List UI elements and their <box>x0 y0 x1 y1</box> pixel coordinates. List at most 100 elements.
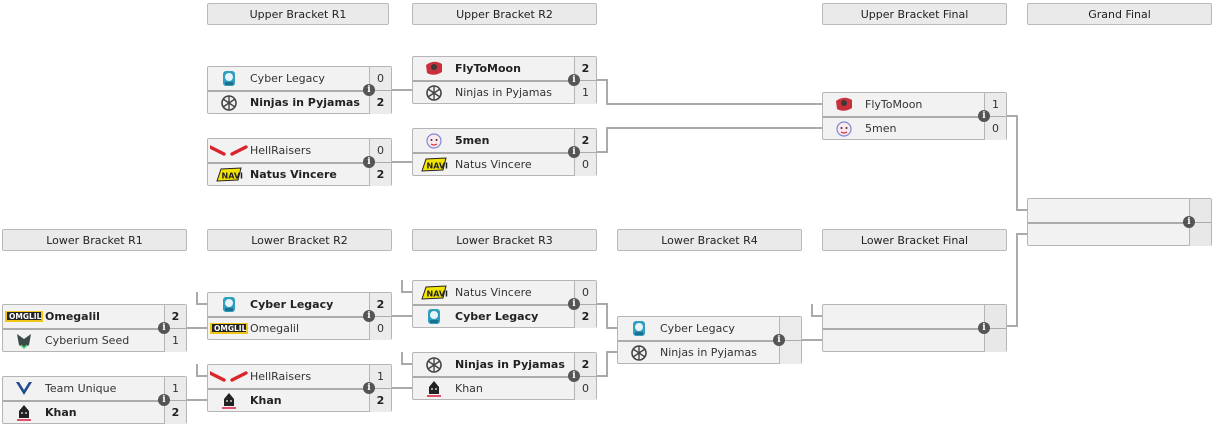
team-name: HellRaisers <box>250 144 312 157</box>
team-row[interactable]: Khan 2 <box>3 401 186 424</box>
match-lb-r3-1[interactable]: Natus Vincere 0 Cyber Legacy 2 i <box>412 280 597 328</box>
match-ub-r1-2[interactable]: HellRaisers 0 Natus Vincere 2 i <box>207 138 392 186</box>
team-score: 2 <box>574 353 596 376</box>
match-ub-r2-1[interactable]: FlyToMoon 2 Ninjas in Pyjamas 1 i <box>412 56 597 104</box>
match-info-icon[interactable]: i <box>568 146 580 158</box>
match-info-icon[interactable]: i <box>568 370 580 382</box>
round-header-lb-r4: Lower Bracket R4 <box>617 229 802 251</box>
connector-line <box>606 103 822 105</box>
team-row[interactable]: Ninjas in Pyjamas <box>618 341 801 364</box>
divider <box>823 116 1006 118</box>
team-row[interactable] <box>823 329 1006 352</box>
match-lb-r1-1[interactable]: Omegalil 2 Cyberium Seed 1 i <box>2 304 187 352</box>
team-score <box>984 305 1006 328</box>
team-row[interactable]: Omegalil 0 <box>208 317 391 340</box>
nip-logo-icon <box>618 341 660 364</box>
team-row[interactable]: Ninjas in Pyjamas 2 <box>208 91 391 114</box>
team-row[interactable]: Cyber Legacy 2 <box>208 293 391 316</box>
divider <box>823 328 1006 330</box>
match-lb-r1-2[interactable]: Team Unique 1 Khan 2 i <box>2 376 187 424</box>
match-info-icon[interactable]: i <box>363 382 375 394</box>
team-row[interactable]: Omegalil 2 <box>3 305 186 328</box>
match-info-icon[interactable]: i <box>773 334 785 346</box>
team-row[interactable]: 5men 0 <box>823 117 1006 140</box>
round-header-ub-r1: Upper Bracket R1 <box>207 3 389 25</box>
team-row[interactable]: Cyber Legacy <box>618 317 801 340</box>
match-info-icon[interactable]: i <box>978 110 990 122</box>
nip-logo-icon <box>208 91 250 114</box>
match-ub-r2-2[interactable]: 5men 2 Natus Vincere 0 i <box>412 128 597 176</box>
match-grand-final[interactable]: i <box>1027 198 1212 246</box>
team-name: Khan <box>455 382 483 395</box>
match-ub-final[interactable]: FlyToMoon 1 5men 0 i <box>822 92 1007 140</box>
team-score: 2 <box>369 163 391 186</box>
team-score: 2 <box>369 389 391 412</box>
cyber-legacy-logo-icon <box>413 305 455 328</box>
team-row[interactable]: HellRaisers 1 <box>208 365 391 388</box>
team-row[interactable]: Ninjas in Pyjamas 2 <box>413 353 596 376</box>
team-row[interactable]: FlyToMoon 1 <box>823 93 1006 116</box>
match-lb-r2-2[interactable]: HellRaisers 1 Khan 2 i <box>207 364 392 412</box>
navi-logo-icon <box>208 163 250 186</box>
team-score: 2 <box>369 293 391 316</box>
match-info-icon[interactable]: i <box>363 156 375 168</box>
omegalil-logo-icon <box>3 305 45 328</box>
team-name: Ninjas in Pyjamas <box>660 346 757 359</box>
team-score: 2 <box>574 305 596 328</box>
team-score: 0 <box>984 117 1006 140</box>
match-info-icon[interactable]: i <box>1183 216 1195 228</box>
team-row[interactable] <box>1028 199 1211 222</box>
match-info-icon[interactable]: i <box>363 84 375 96</box>
team-row[interactable]: Cyberium Seed 1 <box>3 329 186 352</box>
match-lb-final[interactable]: i <box>822 304 1007 352</box>
connector-line <box>597 375 607 377</box>
team-score: 2 <box>574 129 596 152</box>
connector-line <box>1007 115 1017 117</box>
team-row[interactable]: Natus Vincere 0 <box>413 153 596 176</box>
match-info-icon[interactable]: i <box>568 74 580 86</box>
team-row[interactable] <box>1028 223 1211 246</box>
match-lb-r4[interactable]: Cyber Legacy Ninjas in Pyjamas i <box>617 316 802 364</box>
match-ub-r1-1[interactable]: Cyber Legacy 0 Ninjas in Pyjamas 2 i <box>207 66 392 114</box>
team-score <box>1189 223 1211 246</box>
team-row[interactable]: Natus Vincere 2 <box>208 163 391 186</box>
connector-line <box>392 387 412 389</box>
match-info-icon[interactable]: i <box>363 310 375 322</box>
team-row[interactable]: Ninjas in Pyjamas 1 <box>413 81 596 104</box>
flytomoon-logo-icon <box>413 57 455 80</box>
team-row[interactable]: Cyber Legacy 0 <box>208 67 391 90</box>
khan-logo-icon <box>3 401 45 424</box>
team-row[interactable] <box>823 305 1006 328</box>
team-name: HellRaisers <box>250 370 312 383</box>
match-info-icon[interactable]: i <box>978 322 990 334</box>
team-name: Ninjas in Pyjamas <box>455 358 565 371</box>
match-info-icon[interactable]: i <box>158 322 170 334</box>
team-name: Cyberium Seed <box>45 334 130 347</box>
team-name: Cyber Legacy <box>250 72 325 85</box>
connector-line <box>196 375 207 377</box>
match-info-icon[interactable]: i <box>568 298 580 310</box>
khan-logo-icon <box>413 377 455 400</box>
cyber-legacy-logo-icon <box>208 293 250 316</box>
team-row[interactable]: Khan 2 <box>208 389 391 412</box>
connector-line <box>196 303 207 305</box>
match-info-icon[interactable]: i <box>158 394 170 406</box>
team-row[interactable]: 5men 2 <box>413 129 596 152</box>
team-row[interactable]: Team Unique 1 <box>3 377 186 400</box>
team-row[interactable]: Khan 0 <box>413 377 596 400</box>
team-name: Natus Vincere <box>455 158 532 171</box>
team-row[interactable]: HellRaisers 0 <box>208 139 391 162</box>
team-row[interactable]: Cyber Legacy 2 <box>413 305 596 328</box>
match-lb-r2-1[interactable]: Cyber Legacy 2 Omegalil 0 i <box>207 292 392 340</box>
5men-logo-icon <box>413 129 455 152</box>
team-row[interactable]: Natus Vincere 0 <box>413 281 596 304</box>
connector-line <box>187 327 207 329</box>
match-lb-r3-2[interactable]: Ninjas in Pyjamas 2 Khan 0 i <box>412 352 597 400</box>
connector-line <box>196 292 198 304</box>
connector-line <box>1007 325 1017 327</box>
round-header-ub-final: Upper Bracket Final <box>822 3 1007 25</box>
connector-line <box>196 364 198 376</box>
team-row[interactable]: FlyToMoon 2 <box>413 57 596 80</box>
team-name: Khan <box>45 406 77 419</box>
connector-line <box>606 79 608 104</box>
